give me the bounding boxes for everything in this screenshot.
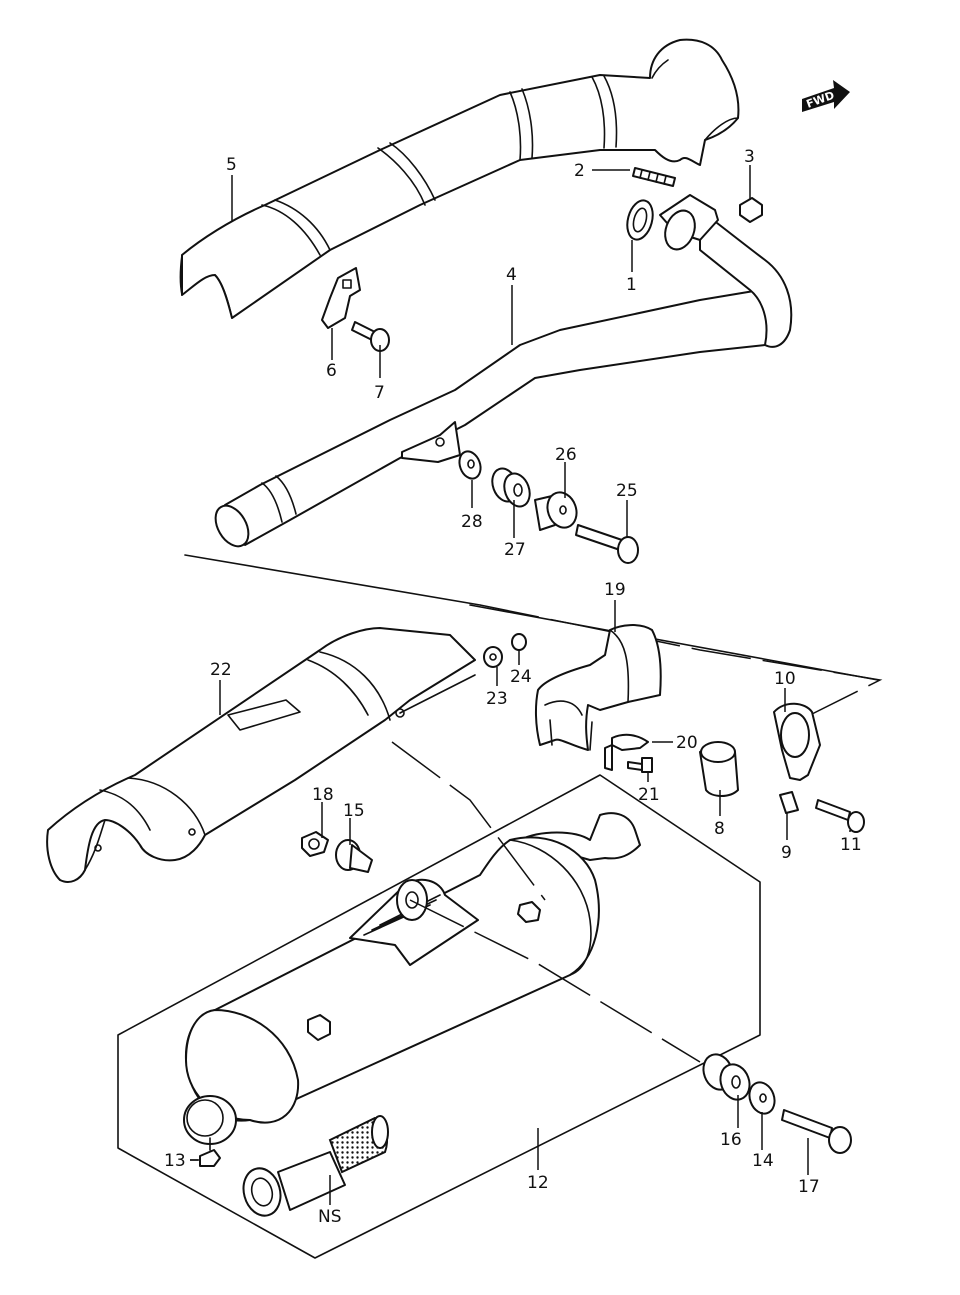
- callout-17: 17: [798, 1177, 820, 1197]
- muffler[interactable]: [183, 812, 641, 1145]
- callout-5: 5: [226, 155, 237, 175]
- callout-2: 2: [574, 161, 585, 181]
- callout-18: 18: [312, 785, 334, 805]
- heat-shield-upper[interactable]: [179, 38, 740, 319]
- flange-nut[interactable]: [739, 197, 763, 223]
- screw-21[interactable]: [627, 757, 653, 773]
- callout-9: 9: [781, 843, 792, 863]
- callout-16: 16: [720, 1130, 742, 1150]
- clamp-10[interactable]: [773, 702, 821, 781]
- callout-7: 7: [374, 383, 385, 403]
- spacer-9[interactable]: [779, 791, 799, 814]
- leader-lines: [190, 165, 851, 1205]
- collar-26[interactable]: [534, 488, 581, 531]
- grommet-27[interactable]: [488, 465, 534, 510]
- collar-15[interactable]: [335, 839, 373, 873]
- exhaust-stud[interactable]: [632, 167, 676, 187]
- callout-6: 6: [326, 361, 337, 381]
- exhaust-flange[interactable]: [659, 194, 719, 254]
- sleeve-8[interactable]: [699, 741, 739, 797]
- callout-ns: NS: [318, 1207, 342, 1227]
- nut-18[interactable]: [301, 831, 329, 857]
- callout-3: 3: [744, 147, 755, 167]
- heat-shield-lower[interactable]: [46, 627, 476, 883]
- callout-24: 24: [510, 667, 532, 687]
- spark-arrester[interactable]: [238, 1115, 389, 1220]
- bolt-17[interactable]: [781, 1109, 852, 1154]
- callout-15: 15: [343, 801, 365, 821]
- forward-arrow-icon: FWD: [802, 80, 850, 112]
- clip-20[interactable]: [604, 733, 649, 771]
- callout-14: 14: [752, 1151, 774, 1171]
- callout-22: 22: [210, 660, 232, 680]
- tailpipe-shield[interactable]: [534, 624, 662, 751]
- muffler-group-frame: [117, 774, 761, 1259]
- callout-4: 4: [506, 265, 517, 285]
- callout-23: 23: [486, 689, 508, 709]
- nut-24[interactable]: [511, 633, 527, 651]
- bolt-11[interactable]: [815, 799, 865, 833]
- bolt-25[interactable]: [575, 524, 639, 564]
- callout-1: 1: [626, 275, 637, 295]
- callout-8: 8: [714, 819, 725, 839]
- exhaust-pipe[interactable]: [209, 209, 793, 552]
- screw-13[interactable]: [199, 1137, 221, 1167]
- callout-13: 13: [164, 1151, 186, 1171]
- callout-labels: 1 2 3 4 5 6 7 8 9 10 11 12 13 14 15 16 1…: [164, 147, 862, 1227]
- exhaust-gasket[interactable]: [623, 198, 657, 243]
- callout-28: 28: [461, 512, 483, 532]
- fwd-badge-text: FWD: [805, 89, 836, 111]
- bracket-bolt[interactable]: [351, 321, 390, 352]
- callout-12: 12: [527, 1173, 549, 1193]
- callout-20: 20: [676, 733, 698, 753]
- washer-14[interactable]: [745, 1079, 778, 1117]
- washer-23[interactable]: [483, 646, 503, 668]
- callout-19: 19: [604, 580, 626, 600]
- shield-bracket[interactable]: [321, 267, 361, 329]
- callout-25: 25: [616, 481, 638, 501]
- grommet-16[interactable]: [699, 1050, 755, 1103]
- callout-21: 21: [638, 785, 660, 805]
- callout-27: 27: [504, 540, 526, 560]
- callout-11: 11: [840, 835, 862, 855]
- callout-10: 10: [774, 669, 796, 689]
- washer-28[interactable]: [456, 448, 484, 481]
- callout-26: 26: [555, 445, 577, 465]
